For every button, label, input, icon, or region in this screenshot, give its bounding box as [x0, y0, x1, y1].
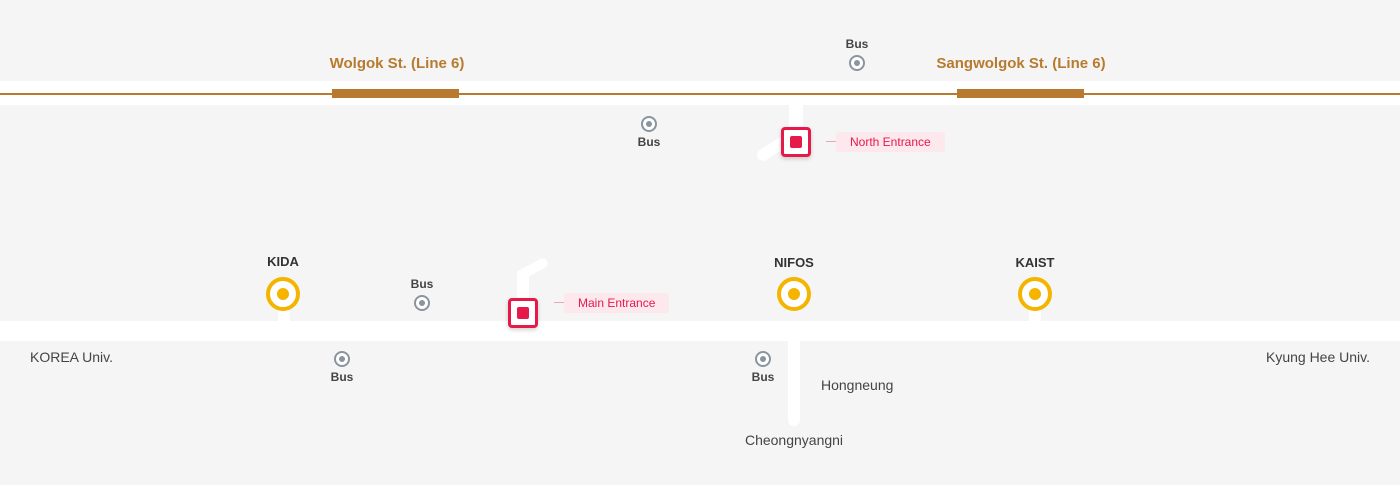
korea-univ-label: KOREA Univ.	[30, 349, 113, 365]
main-entrance-tag: Main Entrance	[553, 293, 670, 313]
road-south-vertical	[788, 331, 800, 426]
entrance-marker-icon	[508, 298, 538, 328]
bus-stop-icon	[755, 351, 771, 367]
wolgok-station-label: Wolgok St. (Line 6)	[329, 55, 465, 72]
bus-stop-label: Bus	[751, 370, 775, 384]
nifos-stop-label: NIFOS	[774, 255, 814, 270]
stop-marker-icon	[1018, 277, 1052, 311]
bus-stop-icon	[849, 55, 865, 71]
entrance-marker-icon	[781, 127, 811, 157]
hongneung-label: Hongneung	[821, 377, 894, 393]
bus-stop-icon	[414, 295, 430, 311]
bus-stop-icon	[641, 116, 657, 132]
bus-stop-icon	[334, 351, 350, 367]
stop-marker-icon	[777, 277, 811, 311]
road-south-horizontal	[0, 321, 1400, 341]
bus-stop-label: Bus	[330, 370, 354, 384]
bus-stop-label: Bus	[637, 135, 661, 149]
road-main-spur-bend	[514, 256, 550, 282]
bus-stop-label: Bus	[845, 37, 869, 51]
kyung-hee-univ-label: Kyung Hee Univ.	[1265, 349, 1370, 365]
sangwolgok-station-label: Sangwolgok St. (Line 6)	[936, 55, 1106, 72]
kaist-stop-label: KAIST	[1015, 255, 1055, 270]
kida-stop-label: KIDA	[267, 254, 299, 269]
subway-line-6	[0, 93, 1400, 95]
north-entrance-tag: North Entrance	[826, 132, 945, 152]
sangwolgok-platform	[957, 89, 1084, 98]
cheongnyangni-label: Cheongnyangni	[744, 432, 844, 448]
wolgok-platform	[332, 89, 459, 98]
bus-stop-label: Bus	[410, 277, 434, 291]
stop-marker-icon	[266, 277, 300, 311]
